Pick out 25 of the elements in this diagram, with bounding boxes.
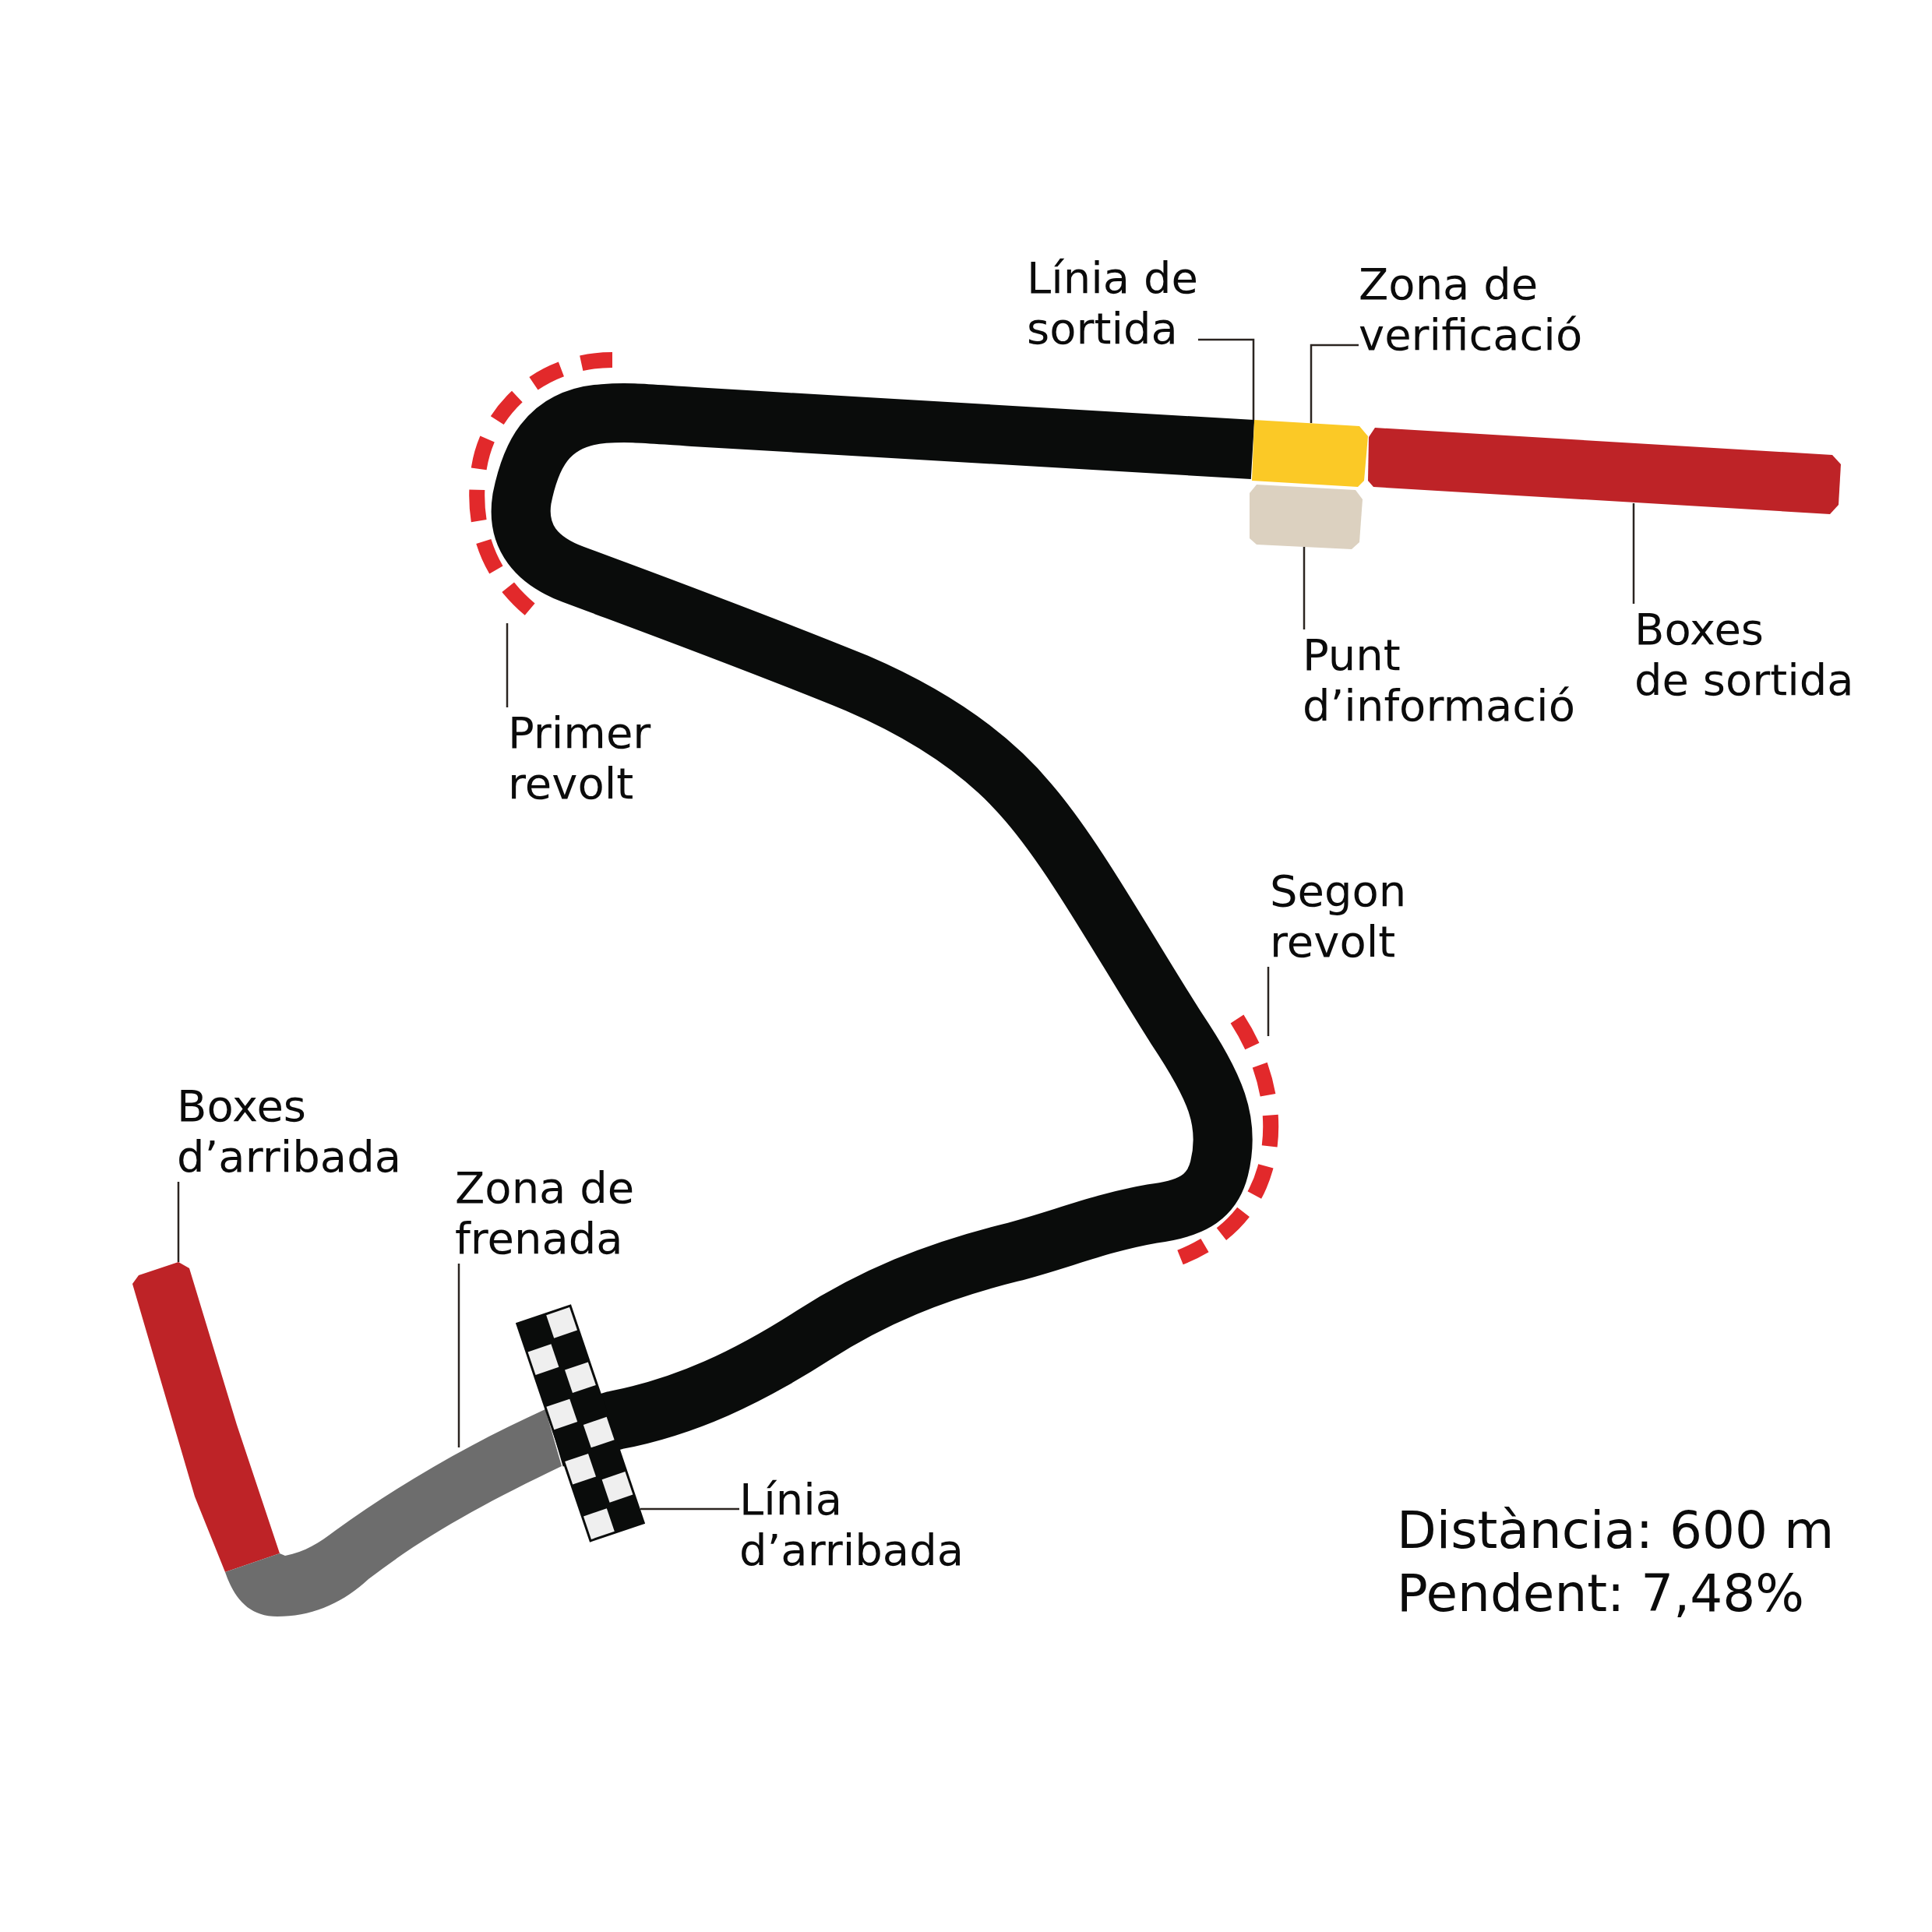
callout-text: Primer revolt bbox=[508, 707, 651, 809]
dashed-curve bbox=[1177, 1014, 1279, 1265]
leader-line bbox=[640, 1507, 739, 1511]
leader-line bbox=[1303, 547, 1306, 629]
callout-text: Punt d’informació bbox=[1303, 629, 1575, 731]
track-segment bbox=[225, 1409, 562, 1616]
leader-line bbox=[457, 1264, 460, 1447]
callout-text: Boxes d’arribada bbox=[177, 1081, 401, 1182]
stat-text: Distància: 600 m bbox=[1397, 1500, 1835, 1562]
callout-text: Línia d’arribada bbox=[739, 1474, 964, 1575]
callout-text: Línia de sortida bbox=[1027, 252, 1198, 354]
callout-text: Boxes de sortida bbox=[1634, 604, 1854, 705]
track-zone bbox=[1252, 420, 1368, 487]
callout-text: Zona de frenada bbox=[455, 1162, 635, 1264]
callout-text: Segon revolt bbox=[1270, 866, 1407, 967]
leader-line bbox=[1267, 967, 1270, 1036]
pit-bar bbox=[1368, 428, 1841, 514]
pit-bar bbox=[132, 1262, 280, 1572]
leader-line bbox=[1632, 503, 1635, 604]
stat-text: Pendent: 7,48% bbox=[1397, 1563, 1804, 1625]
info-block bbox=[1250, 485, 1363, 549]
leader-line bbox=[1310, 344, 1359, 423]
leader-line bbox=[506, 623, 509, 707]
callout-text: Zona de verificació bbox=[1359, 259, 1583, 360]
leader-line bbox=[177, 1182, 180, 1262]
